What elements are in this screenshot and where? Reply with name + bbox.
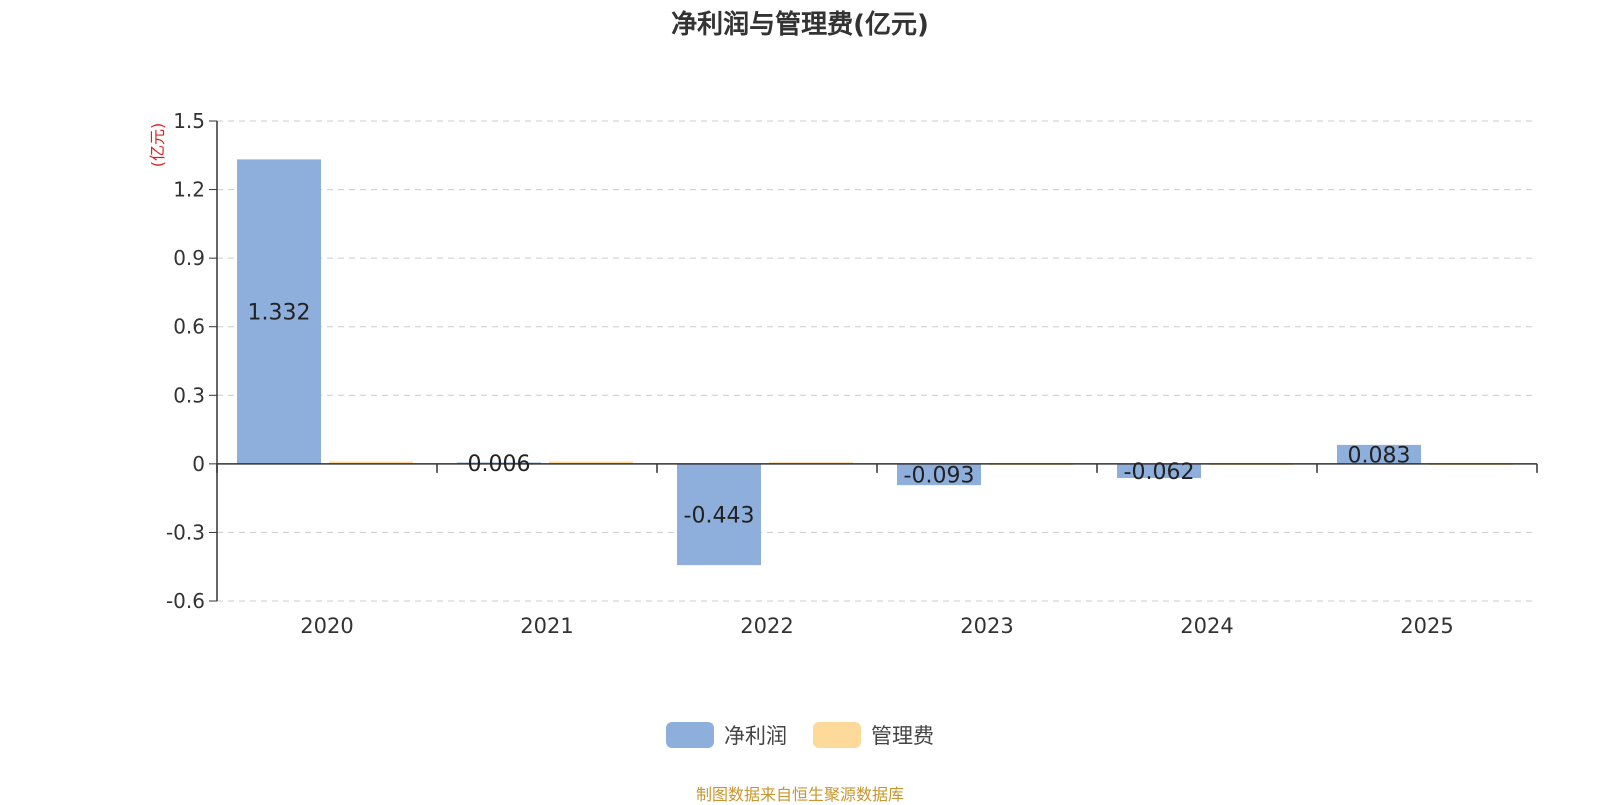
- data-label: 0.006: [468, 452, 531, 477]
- legend-label-admin-fee: 管理费: [871, 724, 934, 748]
- data-label: -0.062: [1124, 460, 1195, 485]
- y-tick-label: 0: [192, 452, 205, 476]
- legend-item-admin-fee[interactable]: 管理费: [813, 720, 934, 750]
- legend-item-net-profit[interactable]: 净利润: [666, 720, 787, 750]
- data-label: 1.332: [248, 301, 311, 326]
- y-axis-unit-label: (亿元): [148, 123, 167, 168]
- x-tick-label: 2020: [300, 614, 353, 638]
- data-label: -0.443: [684, 503, 755, 528]
- chart-title: 净利润与管理费(亿元): [671, 10, 929, 40]
- source-note: 制图数据来自恒生聚源数据库: [695, 785, 904, 804]
- y-tick-label: 1.5: [173, 109, 205, 133]
- legend-swatch-admin-fee: [813, 722, 861, 748]
- y-tick-label: 0.6: [173, 315, 205, 339]
- axes: 1.5 1.2 0.9 0.6 0.3 0 -0.3 -0.6 2020 2021 2022 2023…: [166, 109, 1538, 638]
- bars: [237, 159, 1513, 566]
- bar-net-profit: [1117, 463, 1201, 479]
- y-tick-label: 0.9: [173, 246, 205, 270]
- grid-lines: [217, 120, 1537, 602]
- legend-label-net-profit: 净利润: [724, 724, 787, 748]
- data-labels: 1.332 0.006 -0.443 -0.093 -0.062 0.083: [248, 301, 1411, 529]
- x-tick-label: 2022: [740, 614, 793, 638]
- x-tick-label: 2023: [960, 614, 1013, 638]
- bar-net-profit: [1337, 444, 1421, 464]
- y-tick-label: 0.3: [173, 383, 205, 407]
- bar-net-profit: [237, 159, 321, 464]
- x-tick-label: 2025: [1400, 614, 1453, 638]
- bar-admin-fee: [329, 461, 413, 464]
- y-tick-label: 1.2: [173, 178, 205, 202]
- bar-net-profit: [677, 463, 761, 566]
- x-tick-label: 2021: [520, 614, 573, 638]
- y-tick-label: -0.6: [166, 589, 205, 613]
- legend: 净利润 管理费: [0, 720, 1600, 750]
- data-label: -0.093: [904, 463, 975, 488]
- x-tick-label: 2024: [1180, 614, 1233, 638]
- y-tick-label: -0.3: [166, 520, 205, 544]
- data-label: 0.083: [1348, 443, 1411, 468]
- bar-net-profit: [897, 463, 981, 486]
- bar-admin-fee: [549, 461, 633, 464]
- legend-swatch-net-profit: [666, 722, 714, 748]
